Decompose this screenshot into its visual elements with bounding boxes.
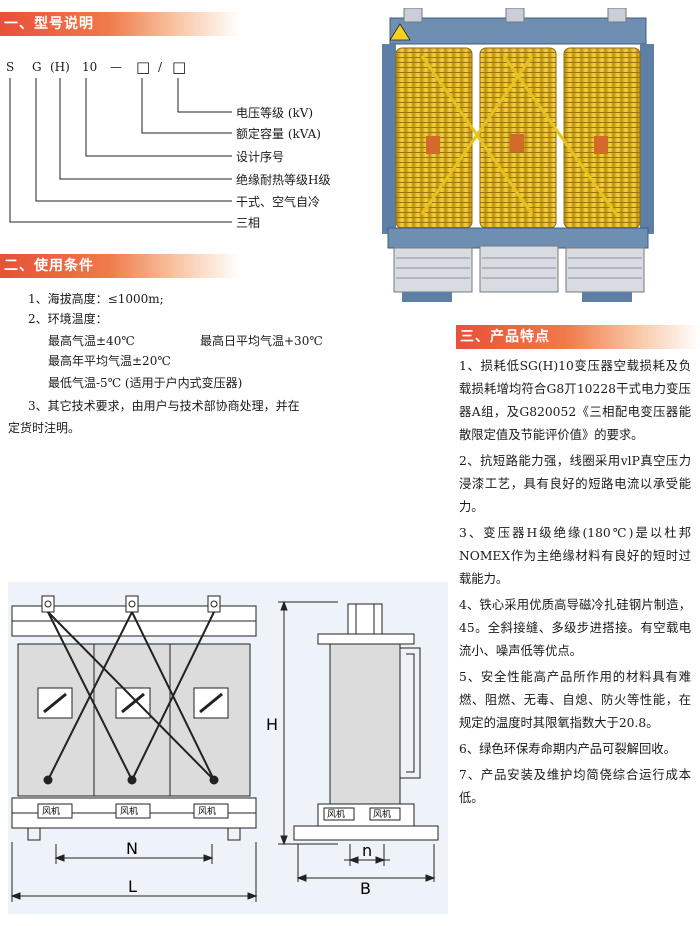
code-char-g: G: [32, 60, 42, 74]
code-char-h: (H): [50, 60, 70, 74]
dim-label-n-front: N: [126, 839, 138, 858]
feature-item: 5、安全性能高产品所作用的材料具有难燃、阻燃、无毒、自熄、防火等性能，在规定的温…: [459, 670, 691, 730]
cond-temp-max: 最高气温±40℃: [48, 334, 135, 348]
model-leader-lines: [9, 78, 232, 223]
feature-item: 3、变压器H级绝缘(180℃)是以杜邦NOMEX作为主绝缘材料有良好的短时过载能…: [459, 526, 691, 586]
feature-item: 1、损耗低SG(H)10变压器空载损耗及负载损耗增均符合G8丌10228干式电力…: [459, 359, 691, 442]
dim-label-b: B: [360, 879, 371, 898]
legend-three-phase: 三相: [236, 216, 261, 230]
dim-label-l: L: [128, 877, 137, 896]
feature-item: 7、产品安装及维护均简侥综合运行成本低。: [459, 768, 691, 805]
cond-temp-min: 最低气温-5℃ (适用于户内式变压器): [48, 376, 243, 390]
code-char-slash: /: [158, 60, 163, 74]
legend-insulation: 绝缘耐热等级H级: [236, 173, 331, 187]
section-title-conditions: 二、使用条件: [0, 254, 240, 278]
section-title-model: 一、型号说明: [0, 12, 240, 36]
dim-label-h: H: [266, 715, 278, 734]
dimension-drawing: 风机 风机 风机 风机 风机 N L H n B: [8, 582, 448, 914]
transformer-photo: [382, 8, 654, 302]
fan-label-1: 风机: [42, 805, 60, 817]
legend-cooling: 干式、空气自冷: [236, 195, 321, 209]
fan-label-2: 风机: [120, 805, 138, 817]
cond-temp-yearly: 最高年平均气温±20℃: [48, 354, 171, 368]
cond-temp-daily: 最高日平均气温+30℃: [200, 334, 323, 348]
features-list: 1、损耗低SG(H)10变压器空载损耗及负载损耗增均符合G8丌10228干式电力…: [459, 355, 691, 813]
code-char-dash: —: [110, 60, 122, 74]
dim-label-n-side: n: [362, 841, 372, 860]
feature-item: 6、绿色环保寿命期内产品可裂解回收。: [459, 742, 676, 756]
fan-label-3: 风机: [198, 805, 216, 817]
feature-item: 2、抗短路能力强，线圈采用vlP真空压力浸漆工艺，具有良好的短路电流以承受能力。: [459, 454, 691, 514]
section-title-features: 三、产品特点: [456, 325, 700, 349]
cond-temp-title: 2、环境温度：: [28, 312, 108, 326]
cond-other-2: 定货时注明。: [8, 421, 81, 435]
code-char-s: S: [6, 60, 15, 74]
code-char-box1: □: [136, 58, 151, 76]
legend-capacity: 额定容量 (kVA): [236, 127, 321, 141]
cond-altitude: 1、海拔高度：≤1000m;: [28, 292, 164, 306]
cond-other-1: 3、其它技术要求，由用户与技术部协商处理，并在: [28, 399, 300, 413]
fan-label-side-2: 风机: [373, 808, 391, 820]
legend-voltage: 电压等级 (kV): [236, 106, 314, 120]
feature-item: 4、铁心采用优质高导磁冷扎硅钢片制造，45。全斜接缝、多级步进搭接。有空载电流小…: [459, 598, 691, 658]
fan-label-side-1: 风机: [327, 808, 345, 820]
legend-design-no: 设计序号: [236, 150, 285, 164]
code-char-10: 10: [82, 60, 98, 74]
code-char-box2: □: [172, 58, 187, 76]
